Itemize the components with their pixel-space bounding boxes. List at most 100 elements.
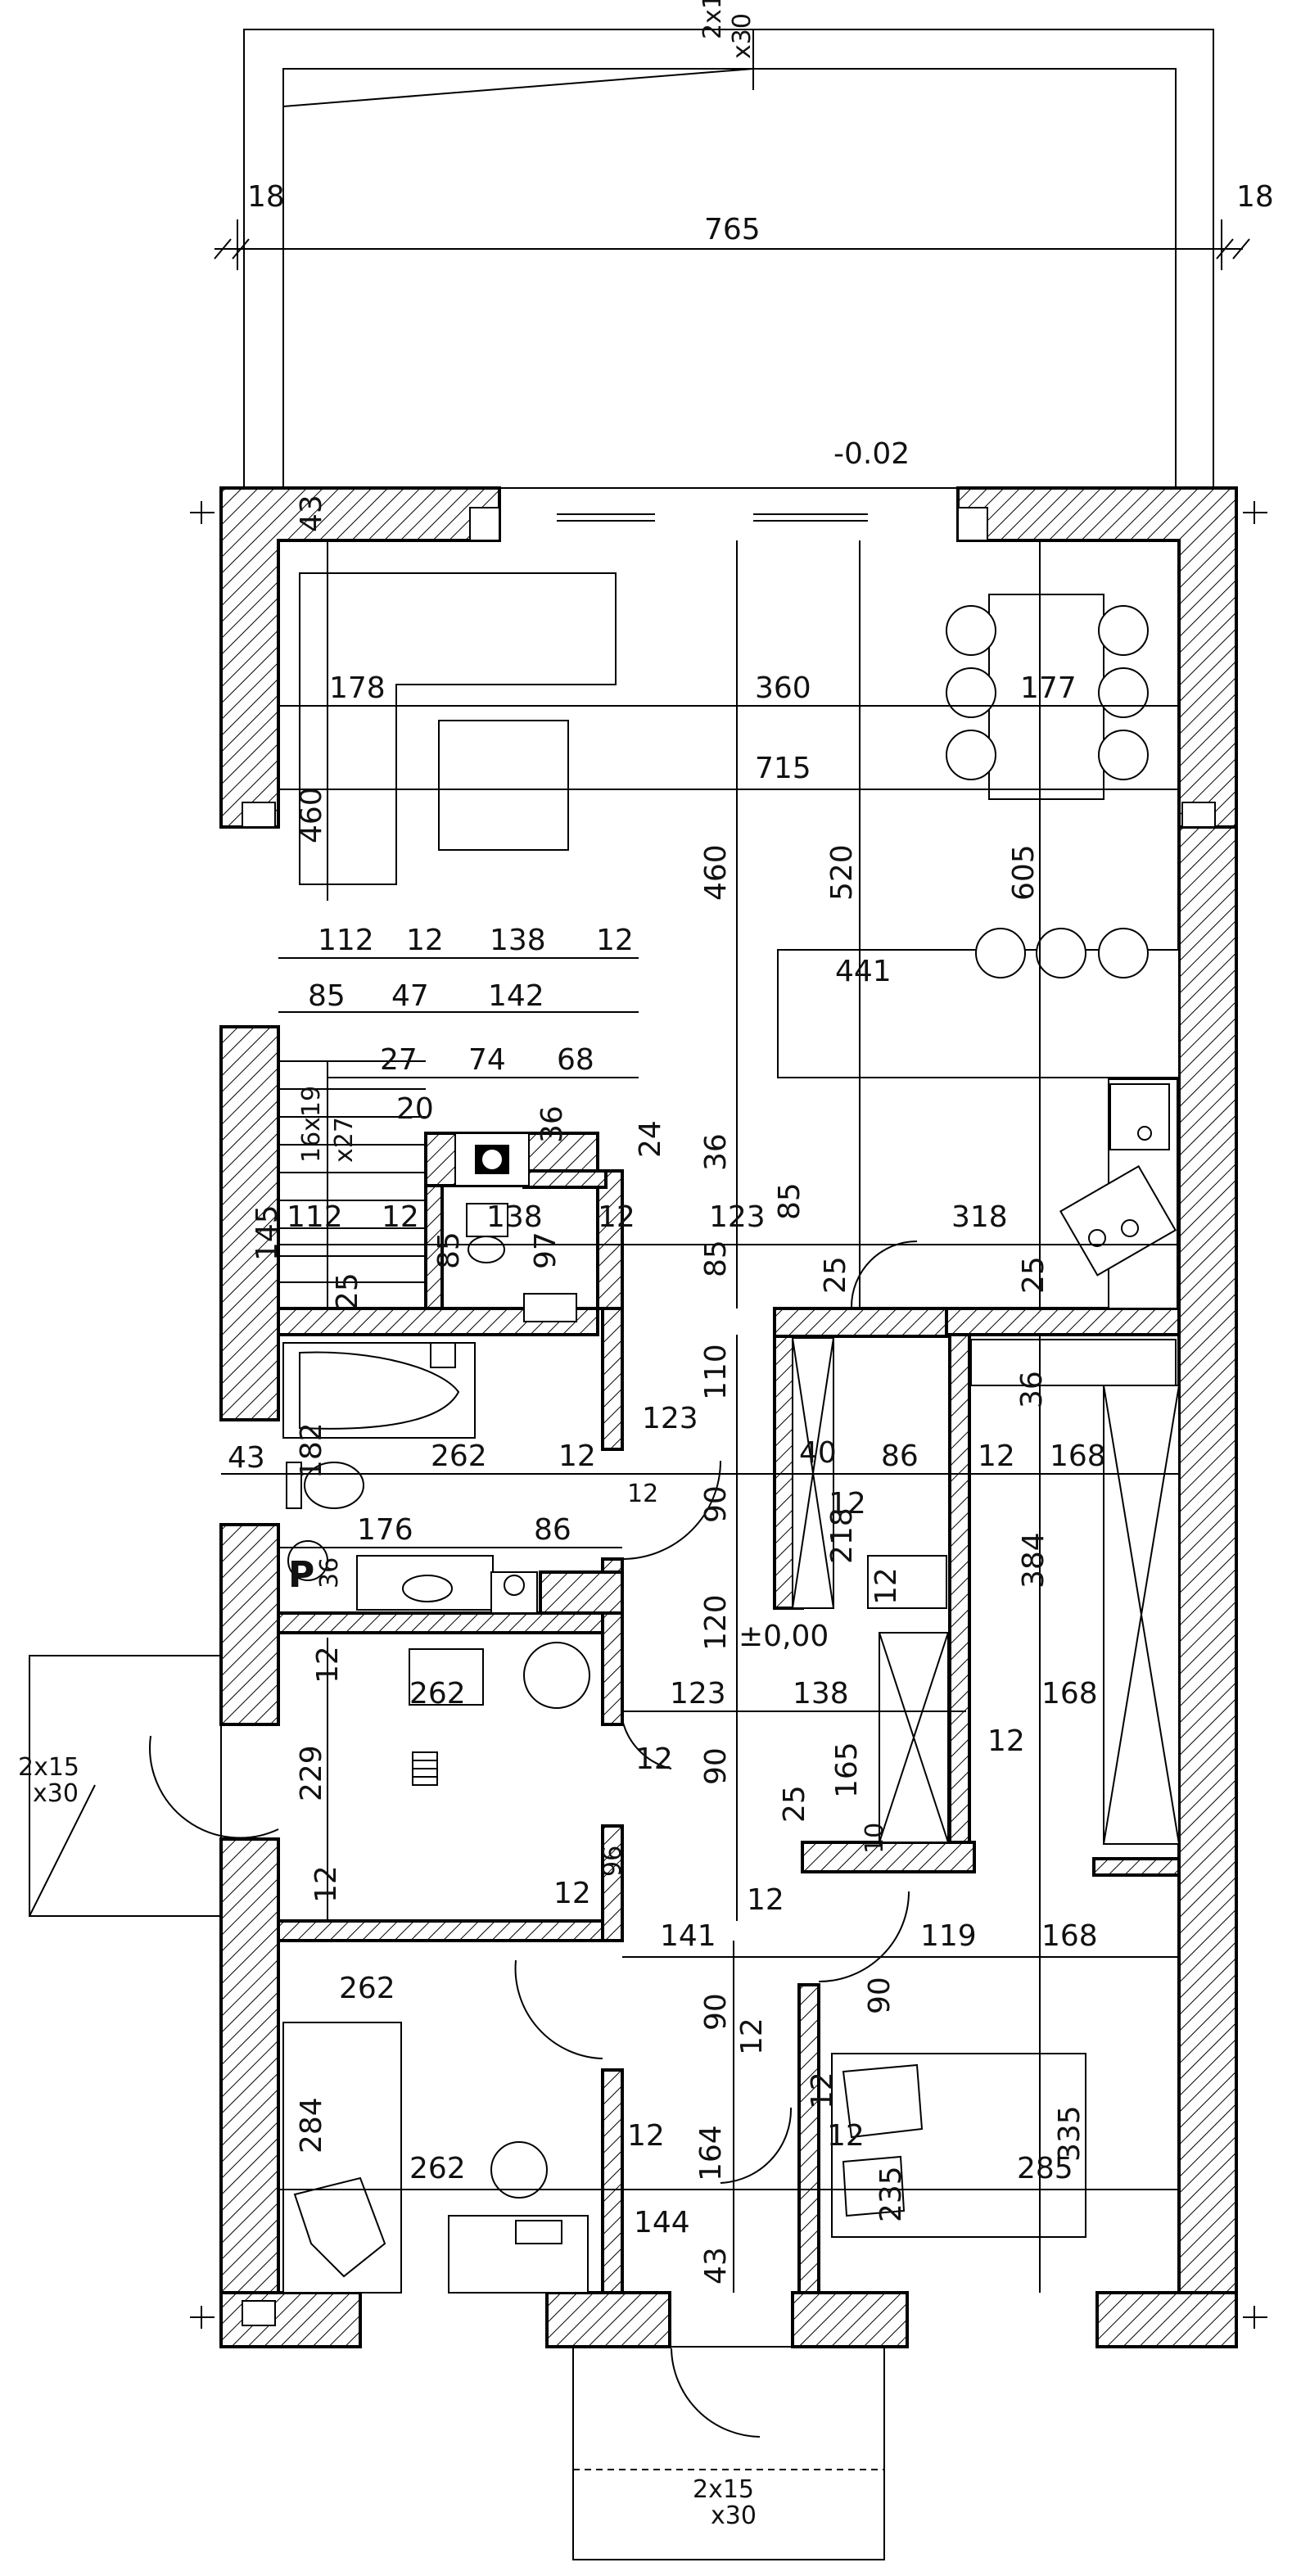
dimension-text: 90	[699, 1747, 733, 1785]
dimension-text: 168	[1041, 1919, 1098, 1953]
dimension-text: 123	[709, 1200, 766, 1234]
dimension-text: 47	[391, 979, 429, 1013]
dimension-text: 85	[432, 1232, 466, 1269]
dimension-text: 112	[318, 924, 374, 957]
dimension-text: 36	[699, 1133, 733, 1171]
exterior-walls	[219, 486, 1238, 2348]
dimension-text: 12	[806, 2072, 839, 2109]
bathroom-fixtures	[282, 1203, 577, 1614]
interior-stairs-sub: x27	[330, 1117, 359, 1163]
dimension-text: 12	[558, 1439, 596, 1473]
bedroom-bed	[831, 2053, 1086, 2238]
dimension-text: 74	[468, 1043, 506, 1077]
dimension-text: 460	[699, 844, 733, 901]
terrace-roof-outline	[243, 29, 1214, 489]
dimension-text: 138	[793, 1677, 849, 1711]
dimension-text: 110	[699, 1344, 733, 1400]
dimension-text: 360	[755, 671, 811, 705]
living-room-furniture	[299, 572, 617, 885]
terrace-stairs-label: 2x15	[698, 0, 727, 39]
dimension-text: 12	[829, 1487, 866, 1521]
dimension-text: 165	[830, 1742, 864, 1798]
dimension-text: 138	[486, 1200, 543, 1234]
dimension-text: 177	[1020, 671, 1077, 705]
dimension-text: 25	[819, 1256, 852, 1294]
overhang-right: 18	[1236, 180, 1274, 214]
dimension-text: 178	[329, 671, 386, 705]
dimension-text: 43	[699, 2247, 733, 2285]
dimension-text: 235	[874, 2166, 908, 2222]
dimension-text: 142	[488, 979, 544, 1013]
terrace-level: -0.02	[833, 437, 910, 471]
dimension-text: 441	[835, 955, 892, 988]
terrace-stairs-sub: x30	[728, 13, 757, 59]
floor-level: ±0,00	[739, 1620, 829, 1653]
dimension-text: 520	[825, 844, 859, 901]
entrance-steps	[29, 1655, 885, 2560]
dimension-text: 12	[635, 1742, 673, 1776]
dimension-text: 262	[409, 2152, 466, 2185]
dimension-text: 168	[1050, 1439, 1106, 1473]
dimension-text: 36	[1015, 1371, 1049, 1408]
interior-stairs-label: 16x19	[297, 1086, 326, 1163]
dimension-text: 715	[755, 752, 811, 785]
boiler-mark: P	[288, 1554, 314, 1596]
dimension-text: 335	[1053, 2105, 1086, 2162]
dimension-text: 605	[1007, 844, 1041, 901]
dimension-text: 85	[308, 979, 346, 1013]
kitchen-counter	[777, 928, 1180, 1309]
dimension-text: 168	[1041, 1677, 1098, 1711]
side-stairs-label: 2x15	[18, 1753, 79, 1782]
dimension-text: 90	[699, 1485, 733, 1523]
dimension-text: 144	[634, 2206, 690, 2239]
dimension-text: 20	[396, 1092, 434, 1126]
dimension-text: 112	[287, 1200, 343, 1234]
dimension-text: 96	[599, 1846, 627, 1877]
dimension-text: 12	[735, 2018, 769, 2055]
dimension-text: 86	[881, 1439, 919, 1473]
chimney	[454, 1132, 530, 1186]
dimension-text: 43	[228, 1441, 265, 1475]
office-furniture	[282, 2022, 589, 2294]
dimension-text: 12	[553, 1877, 591, 1910]
dimension-text: 12	[627, 2119, 665, 2153]
dimension-text: 12	[311, 1646, 345, 1683]
dimension-text: 12	[406, 924, 444, 957]
dimension-text: 262	[431, 1439, 487, 1473]
dimension-text: 12	[978, 1439, 1015, 1473]
dimension-text: 12	[598, 1200, 635, 1234]
boiler-mark-num: 36	[315, 1557, 344, 1589]
dimension-text: 86	[534, 1513, 571, 1547]
dimension-text: 123	[670, 1677, 726, 1711]
dimension-text: 85	[699, 1240, 733, 1277]
dimension-text: 164	[694, 2125, 728, 2181]
dimension-text: 384	[1017, 1532, 1050, 1589]
dimension-text: 285	[1017, 2152, 1073, 2185]
dimension-text: 460	[295, 787, 328, 843]
dimension-text: 85	[773, 1182, 806, 1220]
dimension-text: 182	[295, 1422, 328, 1479]
dimension-text: 12	[309, 1865, 343, 1903]
interior-stairs	[278, 1060, 426, 1308]
dimension-labels: 178 360 177 715 460 460 520 605 43 112 1…	[228, 495, 1106, 2285]
dimension-text: 12	[382, 1200, 419, 1234]
dimension-text: 24	[634, 1120, 667, 1158]
side-stairs-sub: x30	[33, 1779, 79, 1808]
overall-dimension-line	[214, 219, 1250, 270]
dimension-text: 25	[331, 1272, 364, 1310]
dimension-text: 12	[596, 924, 634, 957]
dimension-text: 12	[827, 2119, 865, 2153]
dimension-text: 123	[642, 1402, 698, 1435]
dimension-text: 145	[251, 1204, 284, 1261]
dimension-text: 12	[987, 1724, 1025, 1758]
dimension-text: 68	[557, 1043, 594, 1077]
dimension-text: 229	[295, 1745, 328, 1801]
dimension-text: 138	[490, 924, 546, 957]
dimension-text: 25	[778, 1785, 811, 1823]
top-windows	[557, 513, 868, 522]
dimension-text: 262	[339, 1972, 395, 2005]
dimension-text: 120	[699, 1594, 733, 1651]
front-stairs-sub: x30	[711, 2501, 757, 2530]
dimension-text: 25	[1017, 1256, 1050, 1294]
dining-table	[946, 594, 1149, 800]
